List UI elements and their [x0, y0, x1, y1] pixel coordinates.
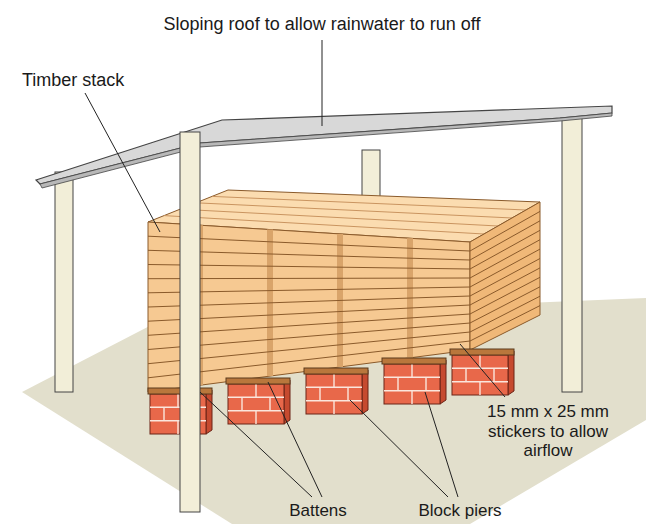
stickers: [200, 225, 410, 385]
label: Battens: [289, 501, 347, 521]
leader-lines: [85, 40, 505, 497]
label: Block piers: [418, 501, 501, 521]
stack-end: [470, 202, 540, 350]
leader-line: [350, 400, 448, 497]
leader-line: [322, 40, 323, 126]
leader-line: [200, 392, 312, 497]
leader-line: [85, 93, 160, 232]
back-left-post: [55, 172, 73, 392]
leader-line: [268, 382, 322, 497]
right-post: [562, 110, 582, 392]
sloping-roof: [36, 106, 612, 184]
front-left-post: [180, 132, 200, 512]
leader-line: [425, 392, 458, 497]
label: Sloping roof to allow rainwater to run o…: [164, 14, 481, 35]
end-layers: [470, 211, 540, 341]
block-pier: [450, 349, 514, 395]
block-pier: [382, 358, 446, 404]
leader-line: [460, 344, 505, 397]
back-middle-post: [362, 150, 380, 200]
roof-edge: [40, 113, 612, 188]
block-pier: [226, 378, 290, 424]
label: Timber stack: [22, 70, 124, 91]
label: 15 mm x 25 mm stickers to allow airflow: [482, 402, 614, 461]
block-pier: [304, 368, 368, 414]
